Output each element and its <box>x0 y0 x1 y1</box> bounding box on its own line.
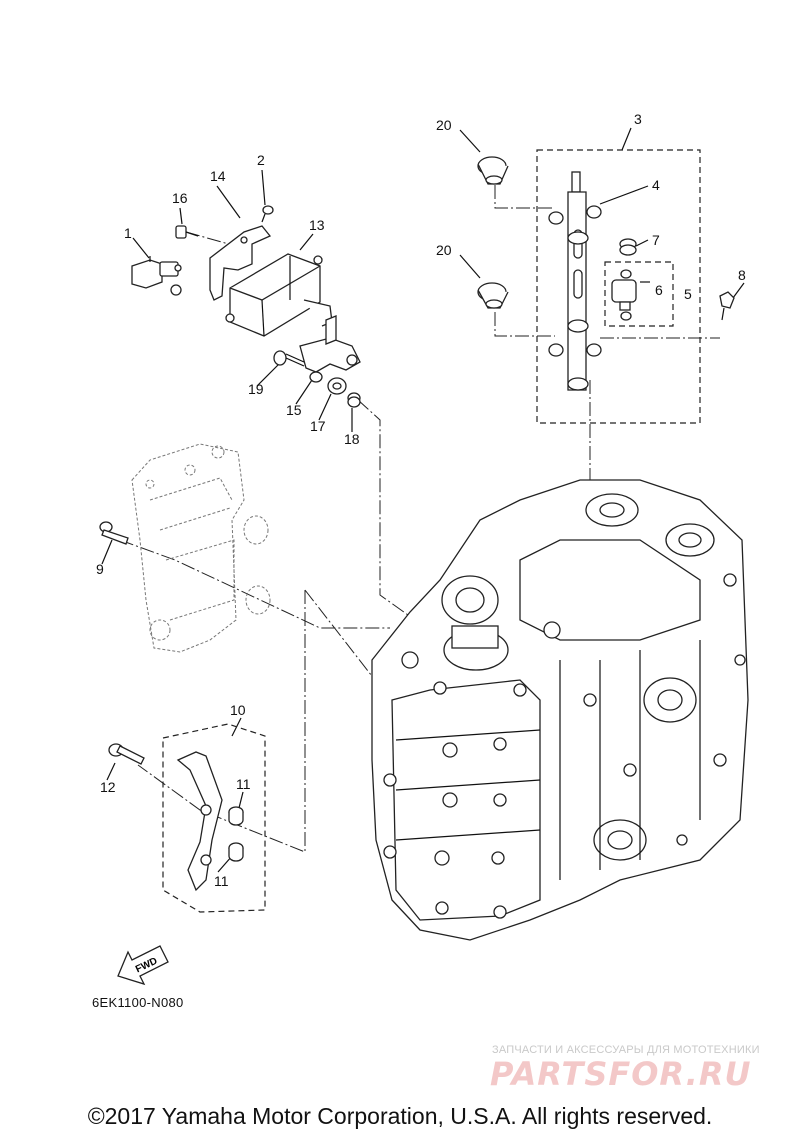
callout-10: 10 <box>230 702 246 718</box>
leader-lines <box>101 127 745 873</box>
watermark-subtitle: ЗАПЧАСТИ И АКСЕССУАРЫ ДЛЯ МОТОТЕХНИКИ <box>492 1044 760 1056</box>
bracket-part-14 <box>209 225 272 301</box>
mount-bracket <box>299 315 361 373</box>
callout-12: 12 <box>100 779 116 795</box>
bolt-part-19 <box>273 350 305 367</box>
washer-part-15 <box>309 371 323 383</box>
callout-4: 4 <box>652 177 660 193</box>
callout-2: 2 <box>257 152 265 168</box>
bolt-part-12 <box>108 743 145 765</box>
callout-8: 8 <box>738 267 746 283</box>
callout-18: 18 <box>344 431 360 447</box>
bracket-part-10 <box>176 751 223 892</box>
callout-1: 1 <box>124 225 132 241</box>
hose-clamp-part-20-upper <box>477 156 509 185</box>
callout-19: 19 <box>248 381 264 397</box>
callout-5: 5 <box>684 286 692 302</box>
bolt-part-2 <box>261 205 274 223</box>
copyright-notice: ©2017 Yamaha Motor Corporation, U.S.A. A… <box>87 1103 713 1129</box>
hose-clamp-part-20-lower <box>477 282 509 309</box>
collar-part-18 <box>347 392 361 408</box>
callout-14: 14 <box>210 168 226 184</box>
callout-11-lower: 11 <box>214 873 229 889</box>
callout-13: 13 <box>309 217 325 233</box>
callout-15: 15 <box>286 402 302 418</box>
injector-part-6 <box>611 269 637 321</box>
assembly-box-3 <box>536 149 701 424</box>
callout-9: 9 <box>96 561 104 577</box>
forward-arrow-icon: FWD <box>117 945 169 986</box>
fuel-rail-part-4 <box>548 171 602 391</box>
callout-11-upper: 11 <box>236 776 251 792</box>
callout-labels: 1 2 3 4 5 6 7 8 9 10 11 11 12 13 14 15 1… <box>96 111 746 889</box>
callout-20-lower: 20 <box>436 242 452 258</box>
callout-3: 3 <box>634 111 642 127</box>
bolt-part-16 <box>175 225 199 239</box>
assembly-box-5 <box>604 261 674 327</box>
callout-7: 7 <box>652 232 660 248</box>
canister-part-13 <box>225 253 333 337</box>
cylinder-block <box>371 479 749 941</box>
seal-part-7 <box>619 238 637 256</box>
solenoid-valve-part-1 <box>131 256 182 296</box>
bolt-part-9 <box>99 521 129 545</box>
callout-20-upper: 20 <box>436 117 452 133</box>
collar-part-11-upper <box>228 806 244 826</box>
diagram-part-code: 6EK1100-N080 <box>92 995 184 1010</box>
callout-16: 16 <box>172 190 188 206</box>
collar-part-11-lower <box>228 842 244 862</box>
bolt-part-8 <box>719 291 735 321</box>
callout-17: 17 <box>310 418 326 434</box>
intake-manifold-ghost <box>131 443 271 653</box>
watermark-logo: PARTSFOR.RU <box>490 1055 752 1093</box>
grommet-part-17 <box>327 377 347 395</box>
callout-6: 6 <box>655 282 663 298</box>
